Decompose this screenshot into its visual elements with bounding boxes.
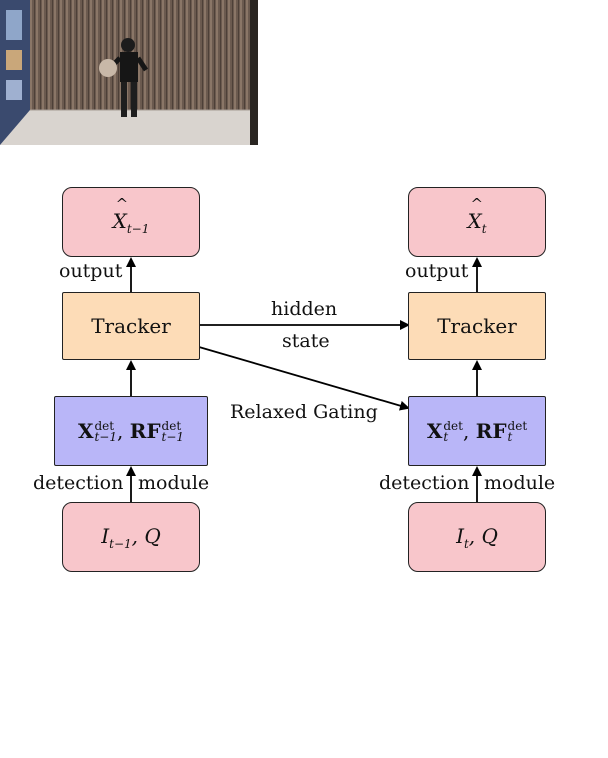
output-label-right: output [405,260,469,282]
hidden-label: hidden [271,298,338,320]
output-box-left: Xt−1 [62,187,200,257]
arrow-relaxed-gating [198,346,410,411]
detection-label-right: detection [379,472,470,494]
video-frame-bottom-right [0,0,258,145]
state-label: state [282,330,330,352]
tracker-box-left: Tracker [62,292,200,360]
module-label-right: module [484,472,556,494]
module-label-left: module [138,472,210,494]
tracker-label-left: Tracker [91,314,171,338]
tracker-box-right: Tracker [408,292,546,360]
relaxed-gating-label: Relaxed Gating [230,401,378,423]
output-label-left: output [59,260,123,282]
output-box-right: Xt [408,187,546,257]
input-box-right: It, Q [408,502,546,572]
detection-label-left: detection [33,472,124,494]
tracker-label-right: Tracker [437,314,517,338]
person-figure [99,38,149,117]
input-box-left: It−1, Q [62,502,200,572]
